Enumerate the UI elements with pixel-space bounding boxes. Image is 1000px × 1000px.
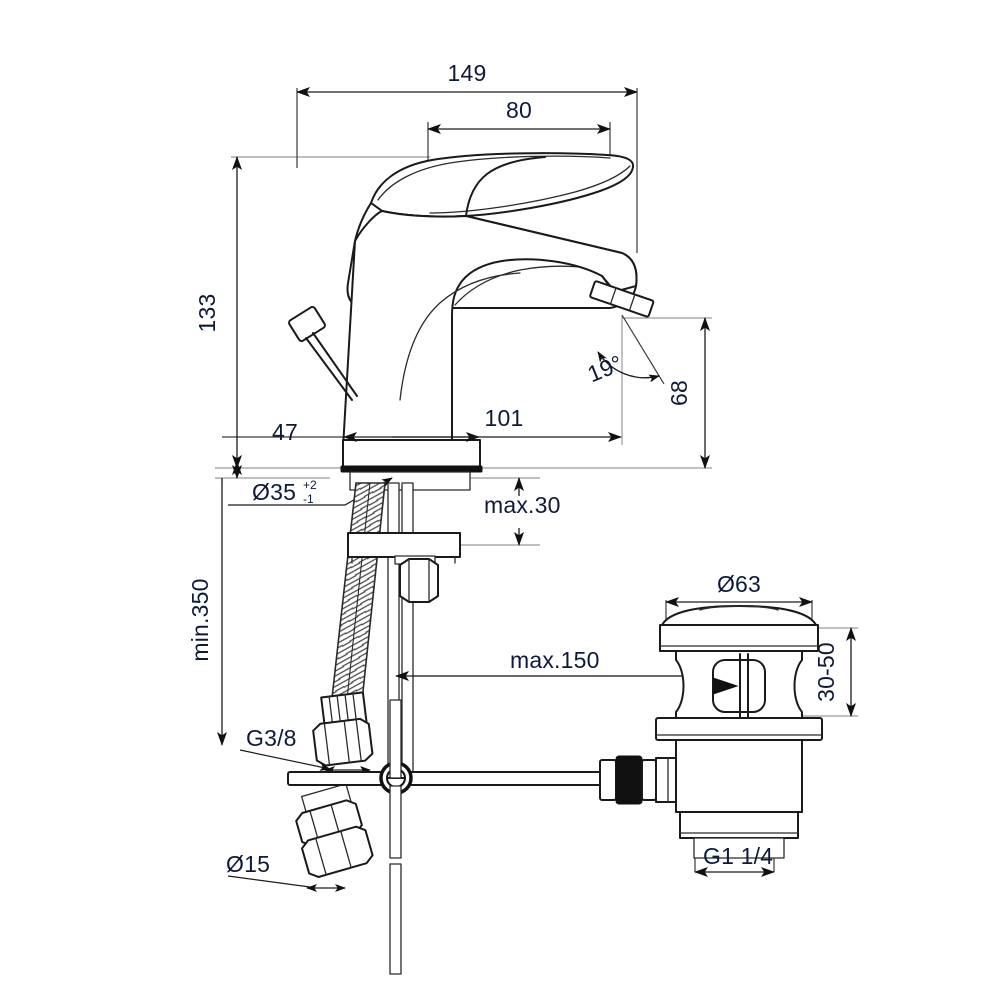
dimension-label-waste-thread: G1 1/4 [703,843,773,869]
dimension-waste-deck-range: 30-50 [813,627,856,717]
dimension-label-waste-flange-diameter: Ø63 [717,571,761,597]
dimension-label-inlet-tube-diameter: Ø15 [226,851,270,877]
waste-drain-body [655,605,823,859]
dimension-label-hose-length: min.350 [187,578,213,661]
dimension-label-aerator-angle: 19° [584,350,627,387]
lift-rod-knob [288,306,358,401]
dimension-label-deck-thickness: max.30 [484,492,561,518]
dimension-aerator-angle: 19° [584,314,665,387]
dimension-overall-height: 133 [194,156,242,469]
dimension-waste-thread: G1 1/4 [694,843,775,877]
dimension-label-hole-tol-minus: -1 [303,492,314,506]
dimension-label-waste-deck-range: 30-50 [813,642,839,702]
dimension-label-hole-diameter: Ø35 [252,479,296,505]
dimension-rod-reach: max.150 [395,647,700,681]
dimension-spout-height: 68 [666,317,710,469]
dimension-lever-width: 80 [427,97,611,134]
dimension-hose-length: min.350 [187,478,227,746]
dimension-label-overall-height: 133 [194,294,220,333]
dimension-spout-reach: 101 [392,405,622,442]
dimension-label-spout-reach: 101 [485,405,524,431]
dimension-label-lever-width: 80 [506,97,532,123]
dimension-label-overall-width: 149 [448,60,487,86]
dimension-label-rod-reach: max.150 [510,647,600,673]
dimension-waste-flange-diameter: Ø63 [665,571,813,607]
dimension-overall-width: 149 [296,60,638,97]
popup-waste-linkage [287,699,687,975]
flexible-hoses-and-shank [295,482,461,878]
dimension-label-inlet-thread: G3/8 [246,725,297,751]
dimension-inlet-thread: G3/8 [239,725,371,774]
dimension-inlet-tube-diameter: Ø15 [226,851,346,892]
dimension-label-base-width: 47 [272,419,298,445]
faucet-body [288,152,655,491]
dimension-label-hole-tol-plus: +2 [303,478,317,492]
dimension-deck-thickness: max.30 [484,477,561,546]
dimension-label-spout-height: 68 [666,380,692,406]
